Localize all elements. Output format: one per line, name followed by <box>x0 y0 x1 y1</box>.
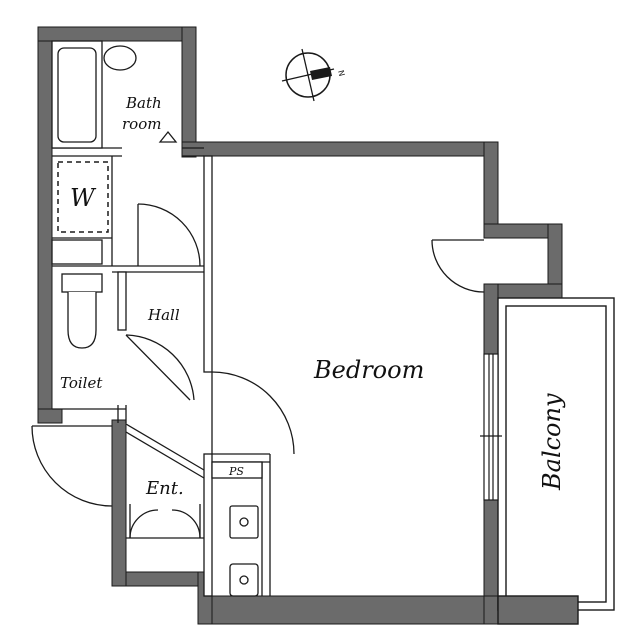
label-washer: W <box>70 184 97 212</box>
washer-space <box>57 161 109 233</box>
sink-icon <box>229 505 259 539</box>
bathtub <box>51 40 178 149</box>
toilet-fixture <box>61 273 103 349</box>
door-bedroom <box>211 371 295 455</box>
doors <box>31 203 485 539</box>
stove-icon <box>229 563 259 597</box>
balcony-sliding-window <box>480 353 502 501</box>
label-bath-room: room <box>122 115 161 133</box>
compass-icon: N <box>281 48 346 102</box>
door-washroom <box>137 203 201 267</box>
kitchen-fixtures <box>229 505 259 597</box>
door-shoe-closet <box>126 504 204 539</box>
door-toilet <box>125 334 195 401</box>
label-balcony: Balcony <box>538 393 566 491</box>
room-labels: Bath room W Hall Toilet Bedroom Balcony … <box>60 94 566 499</box>
label-toilet: Toilet <box>60 374 103 392</box>
exterior-walls <box>37 26 579 625</box>
label-bath: Bath <box>125 94 162 112</box>
interior-walls <box>51 147 271 597</box>
label-pipe-space: PS <box>228 465 244 478</box>
door-entrance <box>31 425 113 507</box>
door-bumpout <box>431 239 485 293</box>
label-bedroom: Bedroom <box>313 356 424 384</box>
label-entrance: Ent. <box>145 478 184 499</box>
label-hall: Hall <box>147 306 180 324</box>
compass-north-label: N <box>336 69 346 77</box>
balcony <box>497 297 615 625</box>
